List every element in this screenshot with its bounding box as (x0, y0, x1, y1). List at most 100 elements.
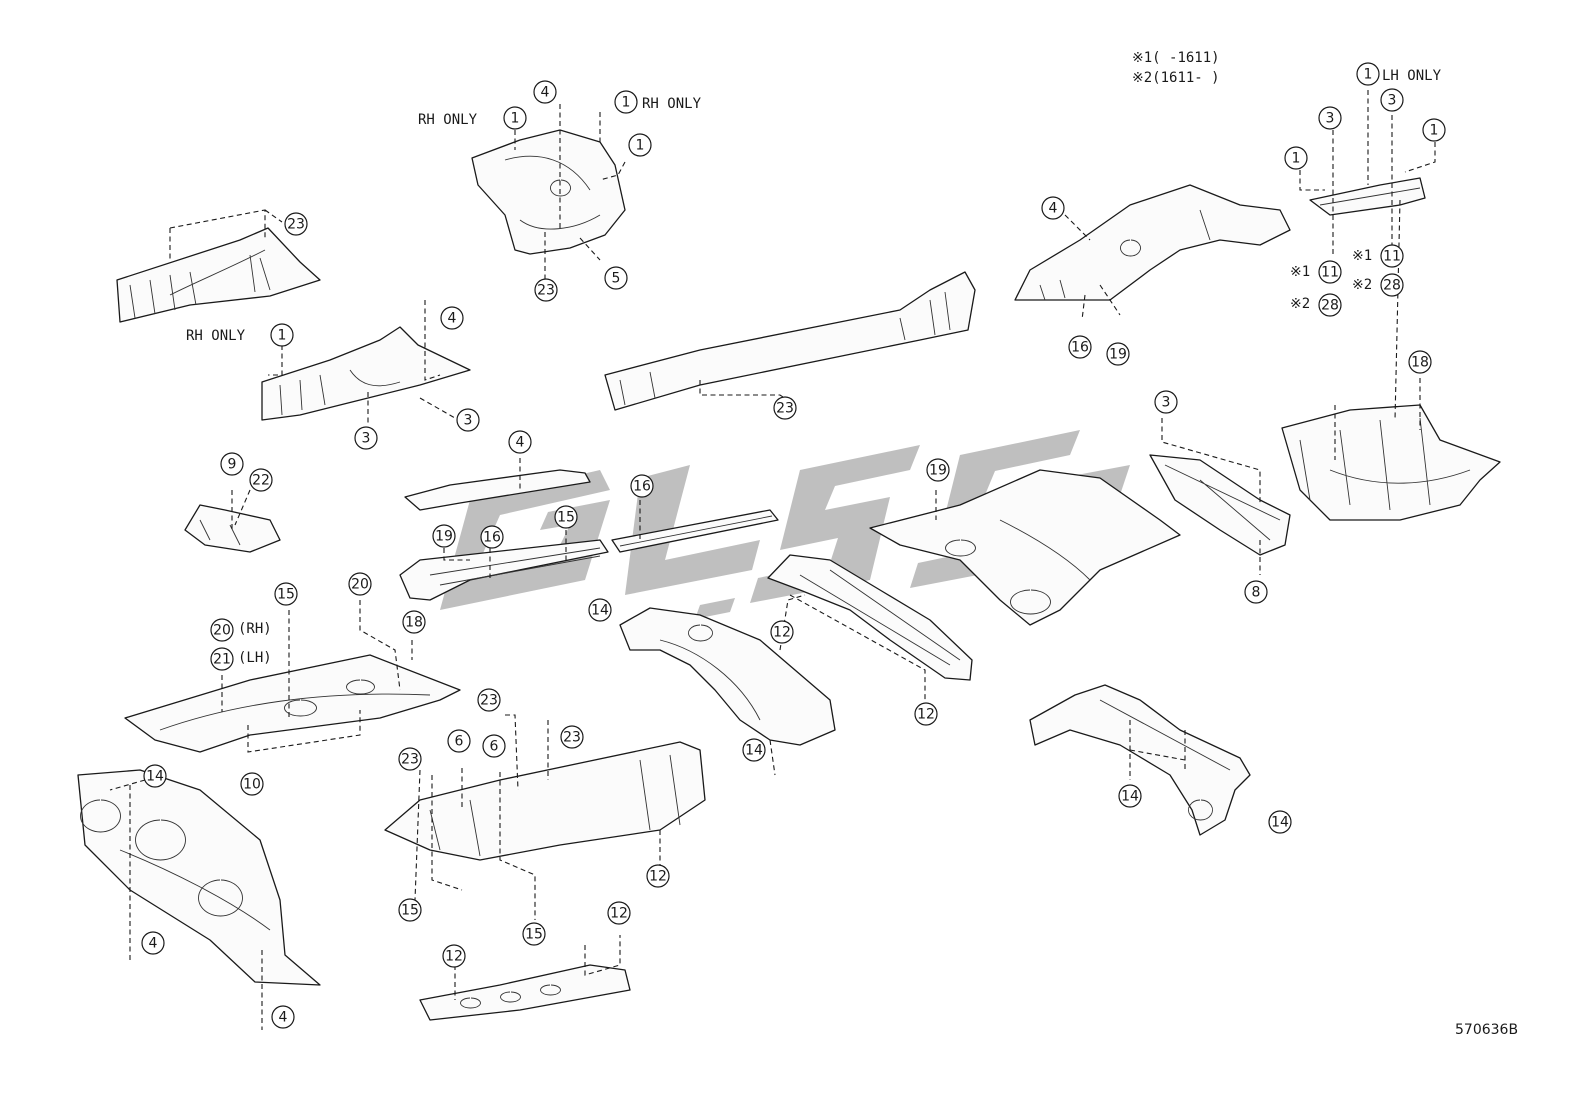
center-floor-pan (124, 654, 461, 753)
svg-text:3: 3 (464, 413, 473, 429)
svg-text:4: 4 (516, 435, 525, 451)
svg-text:23: 23 (287, 217, 305, 233)
callout-4: 4 (533, 80, 557, 104)
svg-text:23: 23 (563, 730, 581, 746)
lh-label: (LH) (238, 650, 272, 666)
svg-text:21: 21 (213, 652, 231, 668)
svg-text:15: 15 (557, 510, 575, 526)
note-1: ※1( -1611) (1132, 50, 1220, 66)
callout-14: 14 (742, 738, 766, 762)
bottom-crossmember (419, 964, 631, 1021)
rear-quarter-upper (1014, 184, 1291, 301)
rh-only-label: RH ONLY (642, 96, 702, 112)
callout-19: 19 (1106, 342, 1130, 366)
callout-4: 4 (1041, 196, 1065, 220)
notes: ※1( -1611) ※2(1611- ) (1132, 50, 1220, 86)
svg-text:14: 14 (1271, 815, 1289, 831)
rocker-upper (399, 469, 609, 601)
rear-floor-pan (869, 469, 1181, 626)
svg-text:16: 16 (633, 479, 651, 495)
svg-text:23: 23 (401, 752, 419, 768)
callout-28: 28 (1318, 293, 1342, 317)
callout-3: 3 (354, 426, 378, 450)
note-2: ※2(1611- ) (1132, 70, 1220, 86)
callout-23: 23 (534, 278, 558, 302)
svg-text:22: 22 (252, 473, 270, 489)
rh-only-label: RH ONLY (186, 328, 246, 344)
spare-tire-pan (1281, 404, 1501, 521)
rh-only-label: RH ONLY (418, 112, 478, 128)
svg-text:12: 12 (773, 625, 791, 641)
callout-5: 5 (604, 266, 628, 290)
front-side-member (261, 326, 471, 421)
callout-4: 4 (271, 1005, 295, 1029)
callout-28: 28 (1380, 273, 1404, 297)
callout-15: 15 (554, 505, 578, 529)
svg-text:9: 9 (228, 457, 237, 473)
callout-12: 12 (646, 864, 670, 888)
note-marker-1: ※1 (1352, 248, 1372, 264)
svg-text:19: 19 (1109, 347, 1127, 363)
dash-panel (77, 769, 321, 986)
callout-8: 8 (1244, 580, 1268, 604)
callout-12: 12 (607, 901, 631, 925)
qualifier-labels: RH ONLY RH ONLY RH ONLY LH ONLY (RH) (LH… (186, 68, 1442, 666)
callout-21: 21 (210, 647, 234, 671)
note-marker-2: ※2 (1290, 296, 1310, 312)
svg-text:18: 18 (1411, 355, 1429, 371)
floor-crossmember (384, 741, 706, 861)
rear-wheelhouse-inner (619, 607, 836, 746)
callout-12: 12 (442, 944, 466, 968)
figure-id: 570636B (1455, 1022, 1518, 1038)
callout-3: 3 (1380, 88, 1404, 112)
callout-15: 15 (522, 922, 546, 946)
svg-text:4: 4 (279, 1010, 288, 1026)
callout-14: 14 (143, 764, 167, 788)
callout-11: 11 (1318, 260, 1342, 284)
leader-lines (109, 90, 1436, 1030)
callout-3: 3 (1154, 390, 1178, 414)
rear-side-member (767, 554, 973, 681)
svg-text:15: 15 (277, 587, 295, 603)
callout-1: 1 (1284, 146, 1308, 170)
svg-text:12: 12 (649, 869, 667, 885)
svg-text:1: 1 (1430, 123, 1439, 139)
svg-text:15: 15 (525, 927, 543, 943)
svg-text:1: 1 (1364, 67, 1373, 83)
svg-text:18: 18 (405, 615, 423, 631)
callout-1: 1 (1356, 62, 1380, 86)
inner-sill (611, 509, 779, 553)
note-marker-2: ※2 (1352, 277, 1372, 293)
svg-text:4: 4 (448, 311, 457, 327)
floor-side-sill (604, 271, 976, 411)
svg-text:8: 8 (1252, 585, 1261, 601)
callout-16: 16 (1068, 335, 1092, 359)
callout-12: 12 (914, 702, 938, 726)
svg-text:20: 20 (351, 577, 369, 593)
note-marker-1: ※1 (1290, 264, 1310, 280)
callout-22: 22 (249, 468, 273, 492)
callout-18: 18 (1408, 350, 1432, 374)
svg-text:20: 20 (213, 623, 231, 639)
svg-text:1: 1 (278, 328, 287, 344)
svg-text:10: 10 (243, 777, 261, 793)
callout-14: 14 (588, 598, 612, 622)
callout-9: 9 (220, 452, 244, 476)
callout-14: 14 (1118, 784, 1142, 808)
callout-23: 23 (773, 396, 797, 420)
svg-text:28: 28 (1321, 298, 1339, 314)
svg-text:11: 11 (1321, 265, 1339, 281)
callout-1: 1 (628, 133, 652, 157)
svg-text:1: 1 (636, 138, 645, 154)
callout-6: 6 (482, 734, 506, 758)
svg-text:23: 23 (537, 283, 555, 299)
svg-text:14: 14 (1121, 789, 1139, 805)
svg-text:5: 5 (612, 271, 621, 287)
svg-text:14: 14 (745, 743, 763, 759)
svg-text:3: 3 (362, 431, 371, 447)
callout-16: 16 (480, 525, 504, 549)
rear-crossmember-large (1149, 454, 1291, 556)
svg-text:3: 3 (1326, 111, 1335, 127)
